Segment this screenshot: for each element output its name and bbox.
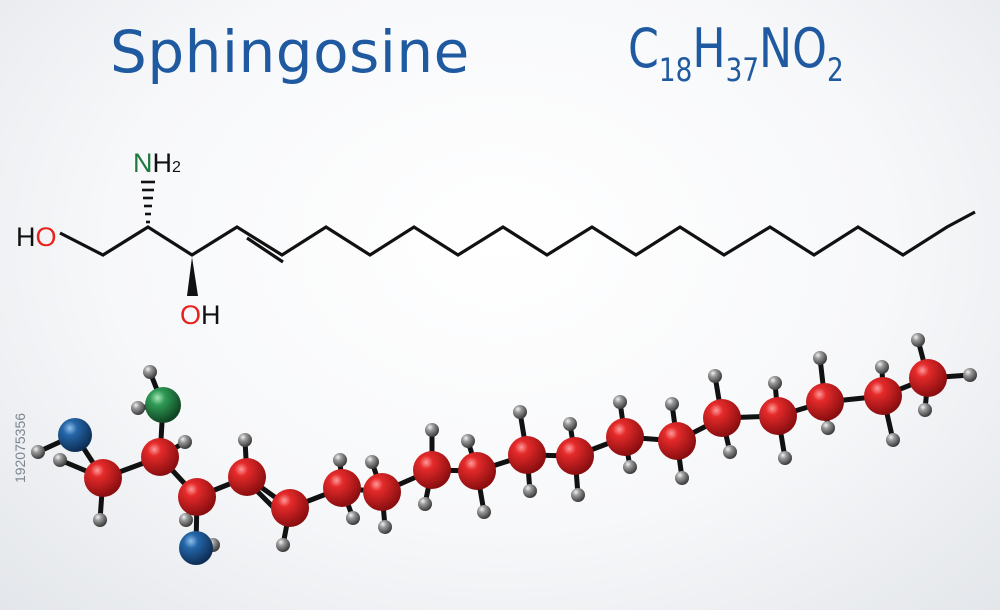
carbon-atom (658, 422, 696, 460)
carbon-atom (703, 399, 741, 437)
hydrogen-atom (821, 421, 835, 435)
carbon-atom (864, 377, 902, 415)
oxygen-atom (58, 418, 92, 452)
carbon-atom (178, 478, 216, 516)
amine-label: NH2 (133, 148, 181, 178)
solid-wedge-bond (187, 257, 198, 296)
hydrogen-atom (778, 451, 792, 465)
carbon-atom (556, 437, 594, 475)
skeletal-formula: HO NH2 OH (16, 148, 976, 330)
nh-h: H (153, 148, 173, 178)
nh-sub: 2 (172, 159, 181, 176)
skeletal-chain-bonds (59, 210, 976, 257)
hydroxyl-oh-label: OH (180, 300, 221, 330)
nitrogen-atom (145, 387, 181, 423)
hydrogen-atom (513, 405, 527, 419)
hydrogen-atom (179, 513, 193, 527)
formula-carbon: C (628, 17, 659, 80)
hydrogen-atom (346, 511, 360, 525)
carbon-atom (84, 459, 122, 497)
oh-o: O (180, 300, 201, 330)
hydrogen-atom (425, 423, 439, 437)
formula-carbon-count: 18 (658, 51, 693, 89)
hydrogen-atom (563, 417, 577, 431)
hydrogen-atom (477, 505, 491, 519)
molecular-formula: C18H37NO2 (628, 22, 844, 89)
carbon-atom (806, 383, 844, 421)
hydrogen-atom (93, 513, 107, 527)
oxygen-atom (179, 531, 213, 565)
carbon-atom (508, 436, 546, 474)
hydrogen-atom (675, 471, 689, 485)
formula-oxygen-count: 2 (826, 51, 844, 89)
skeletal-double-bond (246, 236, 284, 264)
hydrogen-atom (31, 445, 45, 459)
hydrogen-atom (911, 333, 925, 347)
ho-h: H (16, 222, 36, 252)
hashed-wedge-bond (141, 180, 155, 224)
hydrogen-atom (665, 397, 679, 411)
hydrogen-atom (276, 538, 290, 552)
hydrogen-atom (613, 395, 627, 409)
nh-n: N (133, 148, 153, 178)
hydrogen-atom (178, 435, 192, 449)
hydrogen-atom (963, 368, 977, 382)
hydrogen-atom (918, 403, 932, 417)
carbon-atom (458, 452, 496, 490)
formula-hydrogen: H (692, 17, 726, 80)
hydrogen-atom (768, 376, 782, 390)
model-atoms (31, 333, 977, 565)
oh-h: H (201, 300, 221, 330)
hydrogen-atom (813, 351, 827, 365)
carbon-atom (909, 359, 947, 397)
hydrogen-atom (378, 520, 392, 534)
carbon-atom (606, 418, 644, 456)
hydrogen-atom (886, 433, 900, 447)
hydrogen-atom (333, 453, 347, 467)
hydrogen-atom (623, 460, 637, 474)
hydrogen-atom (418, 497, 432, 511)
hydrogen-atom (723, 445, 737, 459)
carbon-atom (141, 438, 179, 476)
formula-nitrogen-oxygen: NO (759, 17, 827, 80)
hydrogen-atom (238, 433, 252, 447)
carbon-atom (759, 397, 797, 435)
hydrogen-atom (365, 455, 379, 469)
carbon-atom (228, 458, 266, 496)
carbon-atom (271, 489, 309, 527)
model-bonds (35, 337, 973, 551)
hydrogen-atom (708, 369, 722, 383)
title: Sphingosine (110, 18, 470, 86)
formula-hydrogen-count: 37 (725, 51, 760, 89)
hydrogen-atom (461, 434, 475, 448)
carbon-atom (413, 451, 451, 489)
hydrogen-atom (131, 401, 145, 415)
carbon-atom (323, 469, 361, 507)
hydrogen-atom (875, 360, 889, 374)
hydrogen-atom (53, 453, 67, 467)
hydroxyl-o-label: HO (16, 222, 57, 252)
hydrogen-atom (571, 488, 585, 502)
ho-o: O (36, 222, 57, 252)
hydrogen-atom (523, 484, 537, 498)
carbon-atom (363, 473, 401, 511)
hydrogen-atom (143, 365, 157, 379)
